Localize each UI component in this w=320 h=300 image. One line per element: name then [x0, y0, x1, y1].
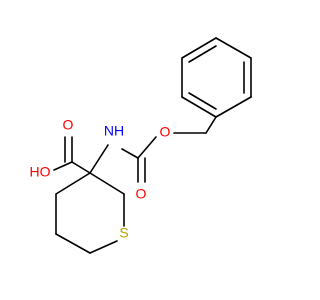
- hydroxyl-label: HO: [30, 164, 51, 180]
- benzene-double-bond: [188, 45, 217, 63]
- n-c3-bond: [89, 144, 109, 174]
- benzene-bond: [215, 37, 252, 59]
- ring-bond: [89, 240, 118, 254]
- o-carbonyl-bond: [137, 136, 157, 159]
- ring-bond: [55, 233, 91, 254]
- acid-oh-bond: [53, 161, 73, 171]
- sulfur-label: S: [119, 225, 128, 241]
- ring-bond: [55, 172, 91, 195]
- c3-cooh-bond: [71, 161, 91, 174]
- ring-bond: [89, 172, 125, 195]
- benzene-bond: [181, 96, 217, 118]
- benzene-double-bond: [188, 92, 217, 110]
- benzene-bond: [181, 37, 217, 59]
- benzene-bond: [215, 96, 252, 118]
- molecule-structure: NH O O O HO S: [30, 37, 252, 254]
- carbamate-carbonyl-oxygen-label: O: [136, 186, 147, 202]
- carbonyl-n-bond: [121, 148, 139, 159]
- acid-carbonyl-oxygen-label: O: [63, 117, 74, 133]
- benzyl-bond: [205, 116, 217, 134]
- nh-label: NH: [104, 123, 124, 139]
- ester-oxygen-label: O: [160, 124, 171, 140]
